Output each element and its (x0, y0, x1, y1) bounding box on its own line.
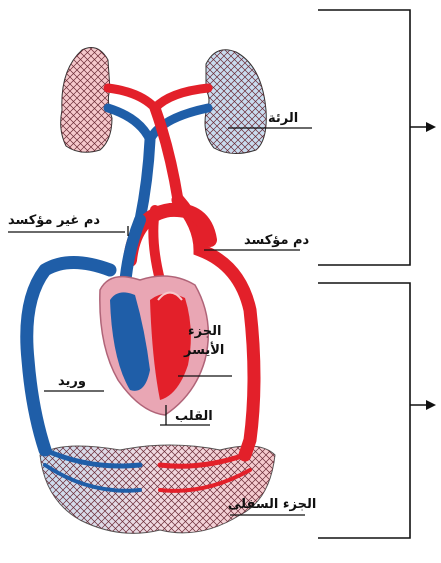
deoxygenated-blood-label: دم غير مؤكسد (8, 214, 100, 227)
vein-label: وريد (58, 375, 86, 388)
left-side-label-line1: الجزء (188, 325, 221, 338)
arrow-right-icon (426, 400, 436, 410)
lower-bracket (318, 283, 428, 538)
heart-label: القلب (175, 410, 213, 423)
left-side-label-line2: الأيسر (184, 344, 224, 357)
pulmonary-vessels (108, 88, 208, 220)
lower-body-label: الجزء السفلى (228, 498, 316, 511)
upper-bracket (318, 10, 428, 265)
arrow-right-icon (426, 122, 436, 132)
oxygenated-blood-label: دم مؤكسد (244, 234, 309, 247)
lung-label: الرئة (268, 112, 298, 125)
left-lung (61, 48, 112, 153)
right-lung (205, 50, 266, 154)
